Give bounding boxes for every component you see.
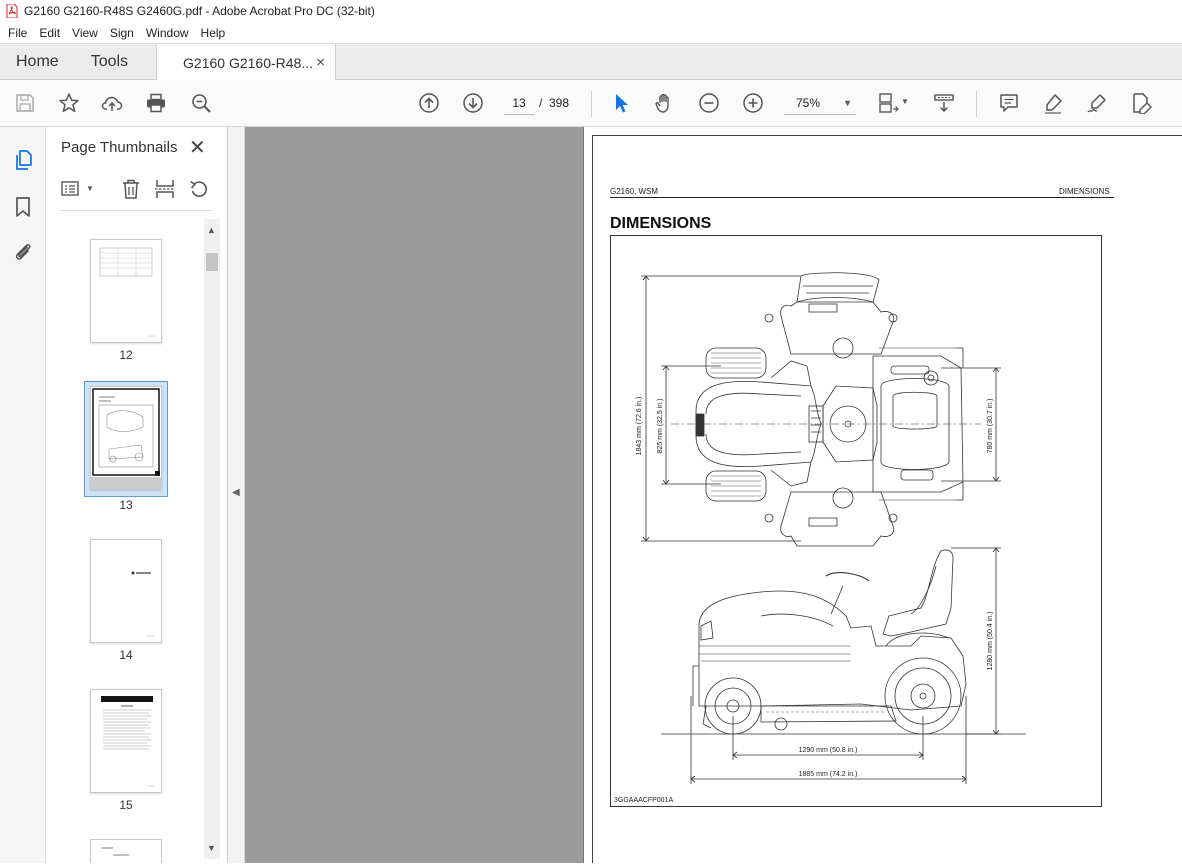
thumbnail-page-number: 12 <box>119 348 133 362</box>
tab-home[interactable]: Home <box>16 52 59 70</box>
dimension-wheelbase: 1290 mm (50.8 in.) <box>799 747 858 754</box>
highlight-pen-icon[interactable] <box>1041 91 1065 115</box>
next-page-icon[interactable] <box>461 91 485 115</box>
tractor-dimension-drawing: 1843 mm (72.6 in.) 825 mm (32.5 in.) 780… <box>636 272 1026 784</box>
zoom-search-icon[interactable] <box>189 91 213 115</box>
menu-help[interactable]: Help <box>200 25 226 40</box>
page-thumbnails-panel: Page Thumbnails ✕ ▼ 12 <box>46 127 228 863</box>
scrollbar-thumb[interactable] <box>206 253 218 271</box>
close-tab-icon[interactable]: × <box>316 54 326 71</box>
document-view[interactable]: G2160, WSM DIMENSIONS DIMENSIONS <box>245 127 1182 863</box>
tab-tools[interactable]: Tools <box>90 52 129 70</box>
chevron-down-icon: ▼ <box>843 97 852 108</box>
thumbnail-page-number: 13 <box>119 498 133 512</box>
dimension-rear-tread: 780 mm (30.7 in.) <box>987 399 994 454</box>
comment-icon[interactable] <box>997 91 1021 115</box>
scroll-up-icon[interactable]: ▲ <box>207 225 216 235</box>
thumbnail-page-partial[interactable] <box>90 839 162 863</box>
zoom-level-select[interactable]: 75% ▼ <box>784 91 856 115</box>
panel-title: Page Thumbnails <box>61 139 178 156</box>
previous-page-icon[interactable] <box>417 91 441 115</box>
dimension-height: 1280 mm (50.4 in.) <box>987 612 994 671</box>
panel-collapse-strip[interactable]: ◀ <box>228 127 245 863</box>
menu-file[interactable]: File <box>8 25 28 40</box>
dimensions-figure: 1843 mm (72.6 in.) 825 mm (32.5 in.) 780… <box>610 235 1102 807</box>
menu-edit[interactable]: Edit <box>39 25 61 40</box>
zoom-in-icon[interactable] <box>741 91 765 115</box>
split-pages-icon[interactable] <box>153 177 177 201</box>
hand-tool-icon[interactable] <box>653 91 677 115</box>
thumbnail-scrollbar[interactable]: ▲ ▼ <box>204 219 220 859</box>
toolbar-divider <box>591 91 592 117</box>
page-header-left: G2160, WSM <box>610 187 659 196</box>
page-count: 398 <box>549 96 570 110</box>
panel-divider <box>60 210 212 211</box>
sign-icon[interactable] <box>1085 91 1109 115</box>
page-title: DIMENSIONS <box>610 215 712 232</box>
panel-toolbar: ▼ <box>46 175 216 205</box>
collapse-panel-icon[interactable]: ◀ <box>232 487 240 498</box>
title-bar: G2160 G2160-R48S G2460G.pdf - Adobe Acro… <box>0 0 1182 22</box>
menu-bar: File Edit View Sign Window Help <box>0 22 1182 43</box>
edit-pdf-icon[interactable] <box>1129 91 1153 115</box>
dimension-front-tread: 825 mm (32.5 in.) <box>657 399 664 454</box>
main-toolbar <box>0 80 1182 127</box>
page-header-right: DIMENSIONS <box>1059 187 1110 196</box>
toolbar-divider <box>976 91 977 117</box>
save-icon[interactable] <box>13 91 37 115</box>
scroll-mode-icon[interactable] <box>932 91 956 115</box>
fit-page-icon[interactable] <box>876 91 900 115</box>
header-rule <box>610 197 1114 198</box>
bookmarks-icon[interactable] <box>11 195 35 219</box>
select-pointer-icon[interactable] <box>609 91 633 115</box>
thumbnail-page-13[interactable] <box>90 386 162 490</box>
delete-pages-icon[interactable] <box>119 177 143 201</box>
thumbnail-page-15[interactable] <box>90 689 162 793</box>
zoom-out-icon[interactable] <box>697 91 721 115</box>
menu-window[interactable]: Window <box>145 25 189 40</box>
pdf-page: G2160, WSM DIMENSIONS DIMENSIONS <box>583 127 1182 863</box>
page-border <box>592 135 1182 863</box>
menu-view[interactable]: View <box>72 25 98 40</box>
tab-document[interactable]: G2160 G2160-R48... × <box>156 44 337 81</box>
bookmark-star-icon[interactable] <box>57 91 81 115</box>
document-tab-label: G2160 G2160-R48... <box>183 54 314 71</box>
fit-page-dropdown-icon[interactable]: ▼ <box>901 97 909 106</box>
print-icon[interactable] <box>144 91 168 115</box>
zoom-level-value: 75% <box>796 95 821 110</box>
attachments-icon[interactable] <box>11 240 35 264</box>
page-number-input[interactable]: 13 <box>504 91 534 115</box>
navigation-rail <box>0 127 46 863</box>
upload-cloud-icon[interactable] <box>100 91 124 115</box>
page-thumbnails-icon[interactable] <box>11 148 35 172</box>
acrobat-app-icon <box>6 4 18 18</box>
dimension-overall-length-top: 1843 mm (72.6 in.) <box>636 397 643 456</box>
thumbnail-page-number: 14 <box>119 648 133 662</box>
page-separator: / <box>539 96 543 110</box>
figure-code: 3GGAAACFP001A <box>614 797 674 804</box>
thumbnail-page-12[interactable] <box>90 239 162 343</box>
rotate-page-icon[interactable] <box>187 177 211 201</box>
thumbnail-page-number: 15 <box>119 798 133 812</box>
scroll-down-icon[interactable]: ▼ <box>207 843 216 853</box>
menu-sign[interactable]: Sign <box>109 25 134 40</box>
thumbnail-page-14[interactable] <box>90 539 162 643</box>
close-panel-icon[interactable]: ✕ <box>189 137 206 159</box>
window-title: G2160 G2160-R48S G2460G.pdf - Adobe Acro… <box>24 4 375 18</box>
options-dropdown-icon[interactable]: ▼ <box>86 184 94 193</box>
dimension-overall-length-side: 1885 mm (74.2 in.) <box>799 771 858 778</box>
tab-bar: Home Tools G2160 G2160-R48... × <box>0 43 1182 81</box>
thumbnail-options-icon[interactable] <box>60 177 84 201</box>
